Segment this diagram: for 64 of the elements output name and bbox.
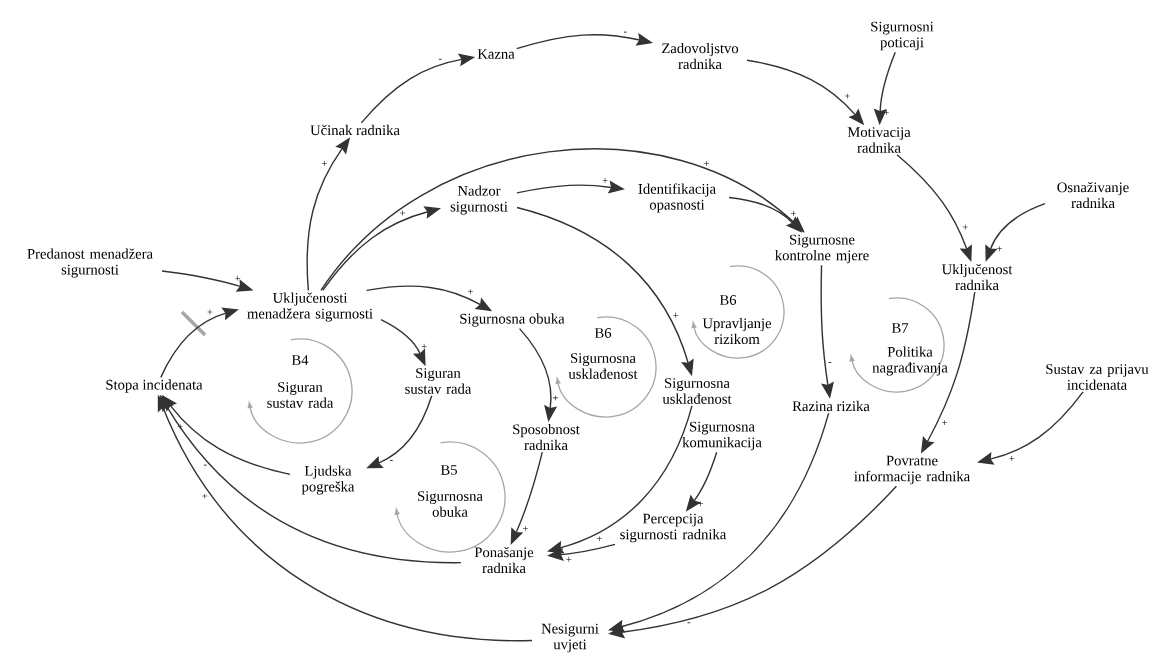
variable-label: Razina rizika	[792, 400, 870, 412]
variable-label: Ponašanje radnika	[474, 546, 534, 574]
polarity-sign: +	[942, 420, 948, 426]
polarity-sign: -	[687, 622, 691, 624]
polarity-sign: +	[844, 93, 850, 99]
variable-label: Stopa incidenata	[106, 379, 203, 393]
variable-label: Povratne informacije radnika	[854, 455, 970, 485]
polarity-sign: +	[566, 556, 572, 562]
variable-label: Uključenosti menadžera sigurnosti	[247, 292, 373, 322]
variable-label: Nadzor sigurnosti	[450, 185, 508, 215]
loop-name: Sigurnosna usklađenost	[568, 353, 638, 379]
loop-number: B7	[891, 323, 909, 333]
polarity-sign: -	[203, 464, 207, 466]
polarity-sign: +	[522, 526, 528, 532]
polarity-sign: +	[235, 275, 241, 281]
variable-label: Učinak radnika	[310, 124, 400, 136]
variable-label: Sigurnosne kontrolne mjere	[775, 234, 869, 264]
variable-label: Predanost menadžera sigurnosti	[27, 248, 153, 278]
variable-label: Zadovoljstvo radnika	[662, 42, 739, 70]
polarity-sign: +	[704, 161, 710, 166]
loop-number: B6	[719, 295, 737, 305]
loop-name: Siguran sustav rada	[267, 382, 334, 408]
polarity-sign: +	[467, 289, 473, 295]
variable-label: Sigurnosna komunikacija	[682, 421, 762, 451]
variable-label: Nesigurni uvjeti	[541, 623, 599, 653]
polarity-sign: +	[552, 395, 558, 401]
polarity-sign: +	[790, 211, 796, 216]
variable-label: Sigurnosna usklađenost	[662, 378, 732, 404]
loop-number: B5	[440, 465, 457, 475]
variable-label: Sposobnost radnika	[513, 423, 580, 451]
polarity-sign: +	[400, 210, 406, 216]
variable-label: Kazna	[477, 49, 515, 59]
loop-name: Sigurnosna obuka	[418, 491, 483, 517]
polarity-sign: +	[673, 312, 679, 318]
loop-number: B4	[291, 355, 309, 365]
variable-label: Sustav za prijavu incidenata	[1046, 364, 1149, 390]
variable-label: Ljudska pogreška	[301, 465, 355, 495]
polarity-sign: +	[421, 343, 427, 349]
loop-name: Politika nagrađivanja	[872, 346, 948, 376]
variable-label: Uključenost radnika	[941, 263, 1013, 291]
variable-label: Percepcija sigurnosti radnika	[620, 513, 727, 543]
loop-number: B6	[594, 328, 612, 338]
variable-label: Motivacija radnika	[847, 127, 911, 153]
polarity-sign: -	[438, 58, 442, 60]
polarity-sign: +	[202, 493, 208, 499]
loop-name: Upravljanje rizikom	[702, 317, 772, 345]
polarity-sign: +	[962, 224, 968, 230]
polarity-sign: +	[997, 246, 1003, 252]
variable-label: Sigurnosna obuka	[460, 313, 565, 327]
variable-label: Identifikacija opasnosti	[638, 183, 716, 213]
polarity-sign: -	[390, 460, 393, 461]
polarity-sign: +	[321, 161, 327, 166]
polarity-sign: -	[828, 362, 832, 363]
polarity-sign: +	[207, 309, 213, 315]
polarity-sign: +	[602, 177, 608, 183]
polarity-sign: +	[596, 536, 602, 542]
variable-label: Sigurnosni poticaji	[871, 21, 934, 51]
variable-label: Siguran sustav rada	[405, 368, 472, 394]
variable-label: Osnaživanje radnika	[1057, 181, 1129, 209]
polarity-sign: +	[883, 110, 889, 115]
polarity-sign: +	[698, 501, 704, 507]
polarity-sign: -	[623, 31, 627, 33]
polarity-sign: +	[1009, 456, 1015, 461]
arrow	[320, 148, 805, 292]
